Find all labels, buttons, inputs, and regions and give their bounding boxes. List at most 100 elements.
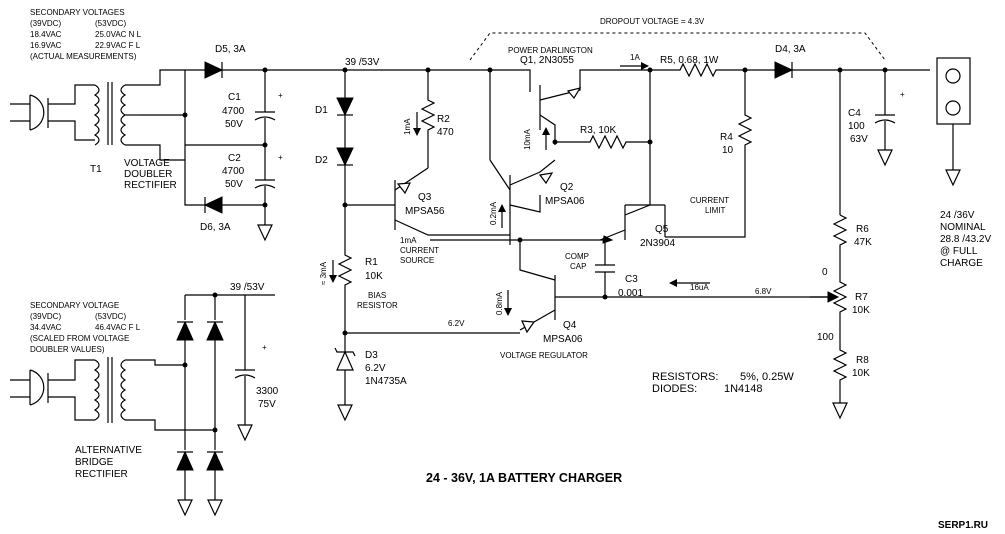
svg-text:10: 10 bbox=[722, 145, 734, 156]
battery-output-terminal: 24 /36V NOMINAL 28.8 /43.2V @ FULL CHARG… bbox=[936, 57, 991, 269]
doubler-label-3: RECTIFIER bbox=[124, 180, 177, 191]
doubler-label-1: VOLTAGE bbox=[124, 158, 170, 169]
svg-text:Q4: Q4 bbox=[563, 320, 577, 331]
svg-text:@ FULL: @ FULL bbox=[940, 246, 978, 257]
svg-text:DIODES:: DIODES: bbox=[652, 383, 697, 395]
ground-c2 bbox=[257, 224, 273, 242]
svg-text:1mA: 1mA bbox=[403, 118, 412, 135]
transistor-q5: Q5 2N3904 CURRENT LIMIT bbox=[599, 196, 729, 249]
secondary-voltage-notes: SECONDARY VOLTAGES (39VDC) (53VDC) 18.4VA… bbox=[30, 8, 142, 61]
svg-text:0: 0 bbox=[822, 267, 828, 278]
svg-text:5%, 0.25W: 5%, 0.25W bbox=[740, 371, 794, 383]
alt-voltage-label: 39 /53V bbox=[230, 282, 265, 293]
svg-text:R1: R1 bbox=[365, 257, 378, 268]
svg-text:RECTIFIER: RECTIFIER bbox=[75, 469, 128, 480]
svg-text:100: 100 bbox=[848, 121, 865, 132]
svg-text:NOMINAL: NOMINAL bbox=[940, 222, 986, 233]
schematic-title: 24 - 36V, 1A BATTERY CHARGER bbox=[426, 471, 622, 485]
svg-text:10K: 10K bbox=[365, 271, 383, 282]
svg-text:R5, 0.68, 1W: R5, 0.68, 1W bbox=[660, 55, 719, 66]
svg-text:18.4VAC: 18.4VAC bbox=[30, 30, 62, 39]
svg-text:16.9VAC: 16.9VAC bbox=[30, 41, 62, 50]
resistor-r5: R5, 0.68, 1W bbox=[650, 55, 775, 78]
svg-text:6.2V: 6.2V bbox=[365, 363, 386, 374]
svg-text:1N4735A: 1N4735A bbox=[365, 376, 407, 387]
svg-text:2N3904: 2N3904 bbox=[640, 238, 675, 249]
svg-text:ALTERNATIVE: ALTERNATIVE bbox=[75, 445, 142, 456]
alt-bridge-label: ALTERNATIVE BRIDGE RECTIFIER bbox=[75, 445, 142, 480]
svg-text:CURRENT: CURRENT bbox=[690, 196, 729, 205]
svg-text:MPSA56: MPSA56 bbox=[405, 206, 445, 217]
svg-text:D3: D3 bbox=[365, 350, 378, 361]
svg-text:POWER DARLINGTON: POWER DARLINGTON bbox=[508, 46, 593, 55]
svg-text:1N4148: 1N4148 bbox=[724, 383, 763, 395]
ac-plug-lower bbox=[10, 357, 215, 431]
svg-text:+: + bbox=[262, 343, 267, 352]
svg-text:63V: 63V bbox=[850, 134, 868, 145]
svg-text:+: + bbox=[278, 153, 283, 162]
svg-text:16uA: 16uA bbox=[690, 283, 709, 292]
doubler-label-2: DOUBLER bbox=[124, 169, 172, 180]
svg-text:25.0VAC N L: 25.0VAC N L bbox=[95, 30, 142, 39]
diode-d5: D5, 3A bbox=[185, 44, 345, 79]
svg-text:LIMIT: LIMIT bbox=[705, 206, 726, 215]
resistor-r1: R1 10K BIAS RESISTOR ≈ 3mA bbox=[319, 245, 398, 333]
svg-text:CURRENT: CURRENT bbox=[400, 246, 439, 255]
svg-text:4700: 4700 bbox=[222, 166, 245, 177]
svg-text:≈ 3mA: ≈ 3mA bbox=[319, 261, 328, 285]
svg-text:R8: R8 bbox=[856, 355, 869, 366]
capacitor-c1: + C1 4700 50V bbox=[222, 70, 283, 145]
svg-text:34.4VAC: 34.4VAC bbox=[30, 323, 62, 332]
svg-text:SOURCE: SOURCE bbox=[400, 256, 434, 265]
svg-text:(53VDC): (53VDC) bbox=[95, 19, 126, 28]
svg-text:BRIDGE: BRIDGE bbox=[75, 457, 114, 468]
svg-text:D1: D1 bbox=[315, 105, 328, 116]
d5-label: D5, 3A bbox=[215, 44, 246, 55]
diode-d1: D1 bbox=[315, 70, 354, 117]
svg-text:Q5: Q5 bbox=[655, 224, 669, 235]
svg-text:50V: 50V bbox=[225, 119, 243, 130]
resistor-r2: R2 470 1mA bbox=[403, 70, 454, 168]
watermark: SERP1.RU bbox=[938, 520, 988, 531]
svg-text:(SCALED FROM VOLTAGE: (SCALED FROM VOLTAGE bbox=[30, 334, 129, 343]
svg-text:DROPOUT VOLTAGE = 4.3V: DROPOUT VOLTAGE = 4.3V bbox=[600, 17, 705, 26]
svg-text:1mA: 1mA bbox=[400, 236, 417, 245]
transformer-ref: T1 bbox=[90, 164, 102, 175]
d6-label: D6, 3A bbox=[200, 222, 231, 233]
main-voltage-label: 39 /53V bbox=[345, 57, 380, 68]
svg-text:C4: C4 bbox=[848, 108, 861, 119]
resistor-r3: R3, 10K bbox=[552, 125, 653, 150]
svg-text:10K: 10K bbox=[852, 305, 870, 316]
svg-text:24 /36V: 24 /36V bbox=[940, 210, 975, 221]
svg-text:RESISTOR: RESISTOR bbox=[357, 301, 398, 310]
svg-text:R2: R2 bbox=[437, 114, 450, 125]
bridge-rectifier bbox=[176, 292, 245, 517]
capacitor-c4: + C4 100 63V bbox=[848, 70, 905, 167]
svg-text:75V: 75V bbox=[258, 399, 276, 410]
svg-text:COMP: COMP bbox=[565, 252, 589, 261]
transistor-q1: Q1, 2N3055 POWER DARLINGTON 1A bbox=[489, 46, 650, 160]
svg-text:50V: 50V bbox=[225, 179, 243, 190]
svg-text:BIAS: BIAS bbox=[368, 291, 386, 300]
potentiometer-r7: 0 100 R7 10K bbox=[810, 267, 870, 345]
diode-d4: D4, 3A bbox=[774, 44, 930, 79]
alt-secondary-notes: SECONDARY VOLTAGE (39VDC)(53VDC) 34.4VAC… bbox=[30, 301, 141, 354]
svg-text:SECONDARY VOLTAGE: SECONDARY VOLTAGE bbox=[30, 301, 119, 310]
svg-text:C1: C1 bbox=[228, 92, 241, 103]
svg-text:(ACTUAL MEASUREMENTS): (ACTUAL MEASUREMENTS) bbox=[30, 52, 137, 61]
capacitor-alt: + 3300 75V bbox=[234, 295, 279, 442]
transformer-t1: T1 VOLTAGE DOUBLER RECTIFIER bbox=[90, 69, 185, 191]
svg-text:10mA: 10mA bbox=[523, 128, 532, 150]
svg-text:10K: 10K bbox=[852, 368, 870, 379]
svg-text:R3, 10K: R3, 10K bbox=[580, 125, 616, 136]
svg-text:46.4VAC F L: 46.4VAC F L bbox=[95, 323, 141, 332]
v62-label: 6.2V bbox=[448, 319, 465, 328]
svg-text:R7: R7 bbox=[855, 292, 868, 303]
diode-d2: D2 bbox=[315, 115, 354, 167]
svg-text:SECONDARY VOLTAGES: SECONDARY VOLTAGES bbox=[30, 8, 125, 17]
svg-text:RESISTORS:: RESISTORS: bbox=[652, 371, 718, 383]
svg-text:6.8V: 6.8V bbox=[755, 287, 772, 296]
svg-text:4700: 4700 bbox=[222, 106, 245, 117]
svg-text:100: 100 bbox=[817, 332, 834, 343]
svg-text:(39VDC): (39VDC) bbox=[30, 19, 61, 28]
